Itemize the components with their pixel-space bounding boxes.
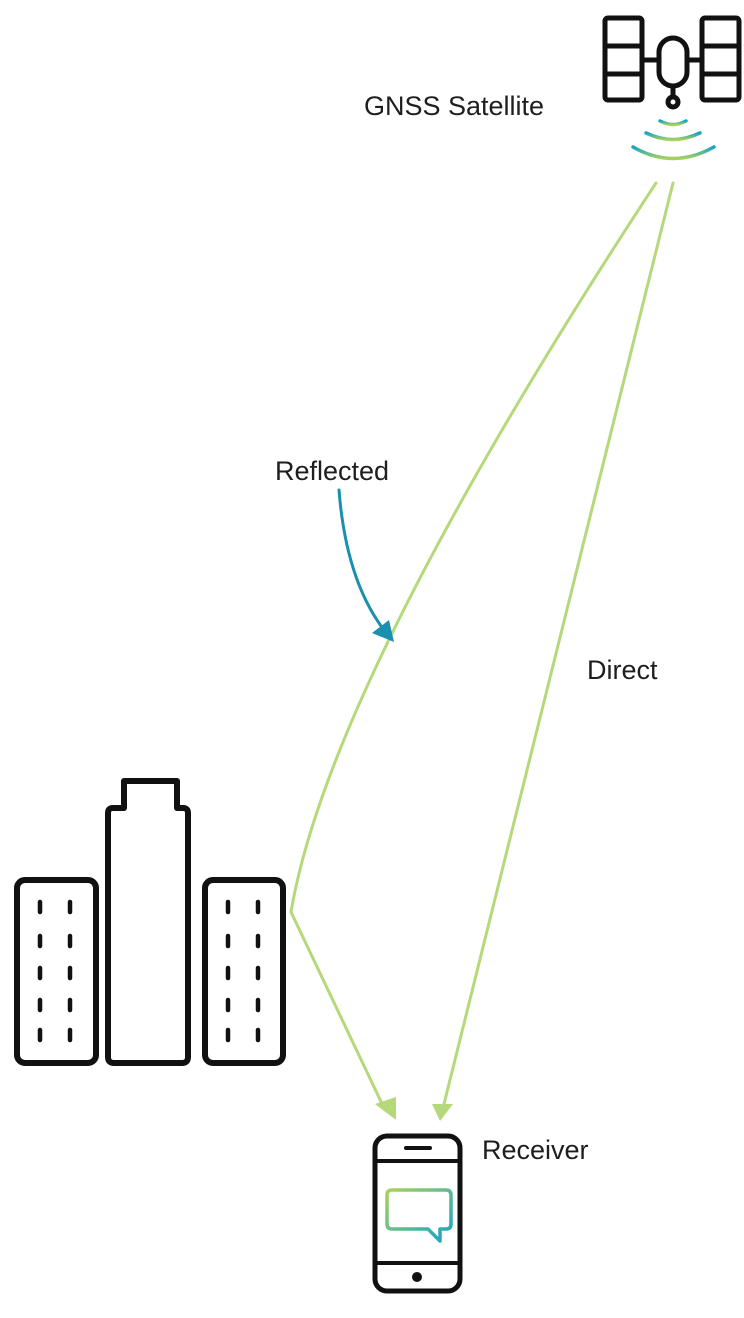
signal-waves-icon — [631, 119, 716, 161]
reflected-pointer-arrow — [337, 488, 386, 632]
direct-arrowhead — [432, 1104, 453, 1121]
smartphone-icon — [372, 1133, 463, 1294]
reflected-pointer-arrowhead — [372, 620, 394, 642]
reflected-label: Reflected — [275, 456, 389, 486]
reflected-arrowhead — [375, 1097, 396, 1120]
reflected-signal-path — [289, 181, 658, 1110]
satellite-label: GNSS Satellite — [364, 91, 544, 121]
receiver-label: Receiver — [482, 1135, 589, 1165]
buildings-icon — [14, 778, 286, 1066]
direct-label: Direct — [587, 655, 658, 685]
direct-signal-path — [441, 181, 675, 1110]
satellite-icon — [602, 15, 742, 110]
chat-bubble-icon — [385, 1188, 453, 1243]
